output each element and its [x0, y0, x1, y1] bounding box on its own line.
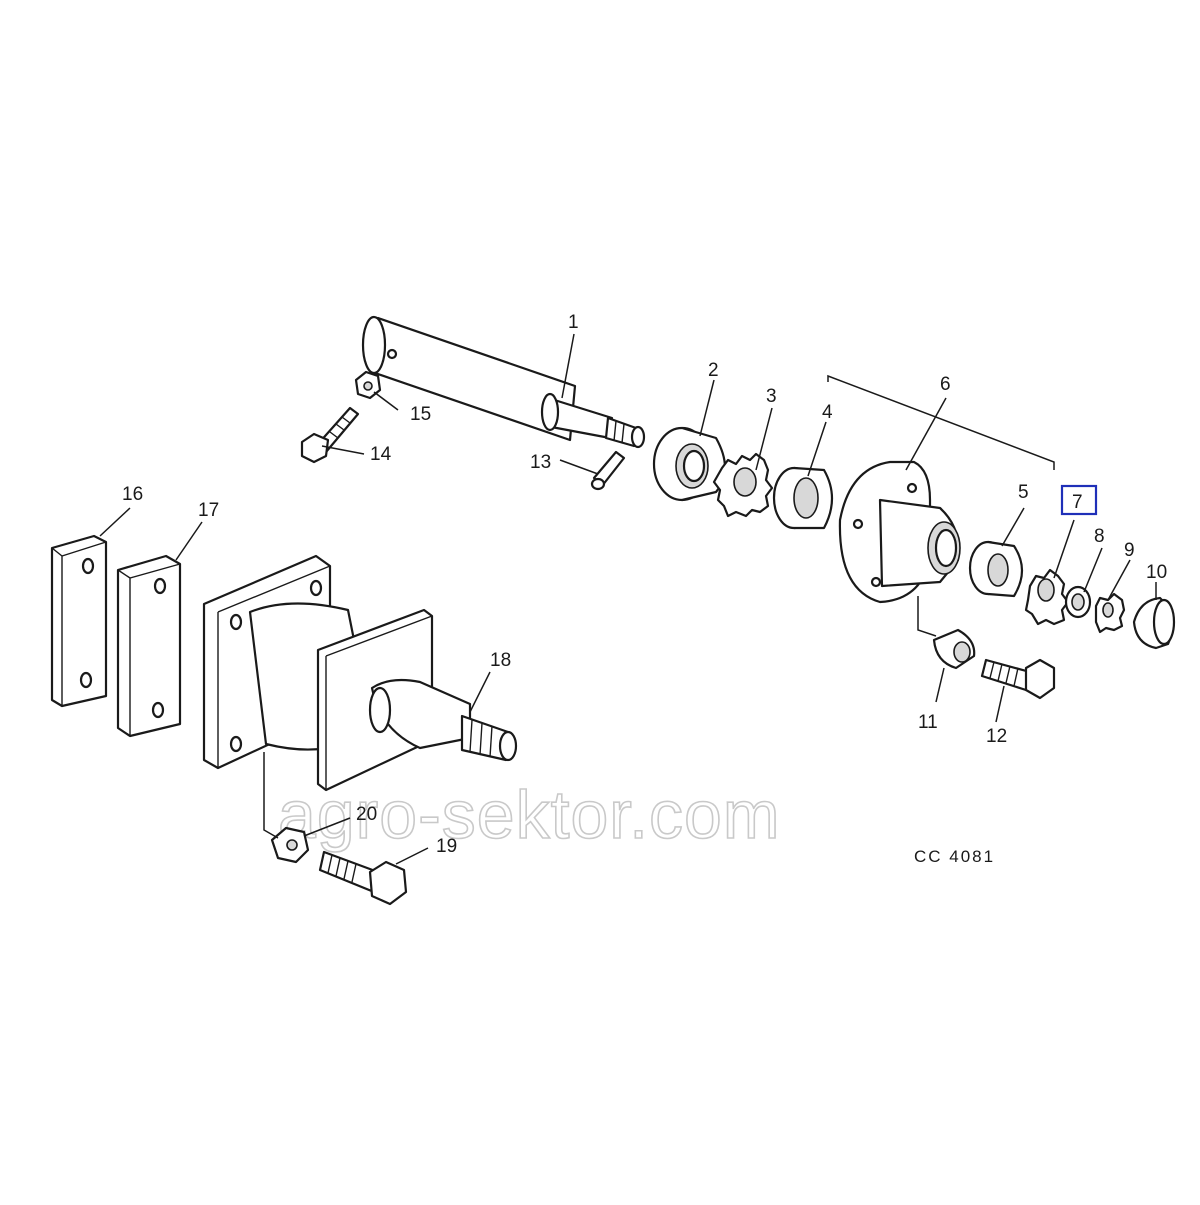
- part-13-pin[interactable]: [590, 450, 626, 491]
- label-13: 13: [530, 452, 551, 473]
- part-11-bushing[interactable]: [932, 628, 976, 670]
- label-17: 17: [198, 500, 219, 521]
- part-labels: 1 2 3 4 5 6 7 8 9 10 11 12 13 14 15 16 1…: [122, 312, 1167, 857]
- label-12: 12: [986, 726, 1007, 747]
- part-17-block[interactable]: [116, 554, 182, 738]
- label-16: 16: [122, 484, 143, 505]
- part-18-axle-stub[interactable]: [202, 554, 518, 792]
- label-2: 2: [708, 360, 719, 381]
- label-3: 3: [766, 386, 777, 407]
- label-14: 14: [370, 444, 392, 465]
- part-7-lock-washer[interactable]: [1024, 568, 1070, 626]
- label-18: 18: [490, 650, 511, 671]
- leader-lines: [99, 333, 1157, 865]
- label-9: 9: [1124, 540, 1135, 561]
- label-15: 15: [410, 404, 431, 425]
- part-14-bolt[interactable]: [300, 406, 360, 464]
- part-5-ring[interactable]: [968, 540, 1024, 598]
- part-15-nut[interactable]: [354, 370, 382, 400]
- part-9-castle-nut[interactable]: [1094, 592, 1126, 634]
- label-6: 6: [940, 374, 951, 395]
- part-10-hub-cap[interactable]: [1132, 596, 1176, 650]
- label-19: 19: [436, 836, 457, 857]
- label-5: 5: [1018, 482, 1029, 503]
- label-8: 8: [1094, 526, 1105, 547]
- part-2-bearing[interactable]: [652, 426, 727, 502]
- group-bracket: [827, 374, 1055, 470]
- part-6-hub[interactable]: [838, 460, 961, 604]
- part-3-roller-cage[interactable]: [712, 452, 774, 518]
- part-4-ring[interactable]: [772, 466, 834, 530]
- part-12-wheel-bolt[interactable]: [980, 658, 1056, 700]
- drawing-code: CC 4081: [914, 847, 995, 866]
- part-19-bolt[interactable]: [318, 850, 408, 906]
- part-16-block[interactable]: [50, 534, 108, 708]
- label-7-highlight: [1060, 484, 1098, 516]
- label-4: 4: [822, 402, 833, 423]
- label-20: 20: [356, 804, 377, 825]
- label-11: 11: [918, 712, 938, 733]
- watermark: agro-sektor.com: [278, 777, 781, 853]
- label-1: 1: [568, 312, 579, 333]
- label-7: 7: [1072, 492, 1083, 513]
- part-20-nut[interactable]: [270, 826, 310, 864]
- label-10: 10: [1146, 562, 1167, 583]
- part-1-spindle[interactable]: [361, 315, 646, 449]
- part-8-washer[interactable]: [1064, 585, 1092, 619]
